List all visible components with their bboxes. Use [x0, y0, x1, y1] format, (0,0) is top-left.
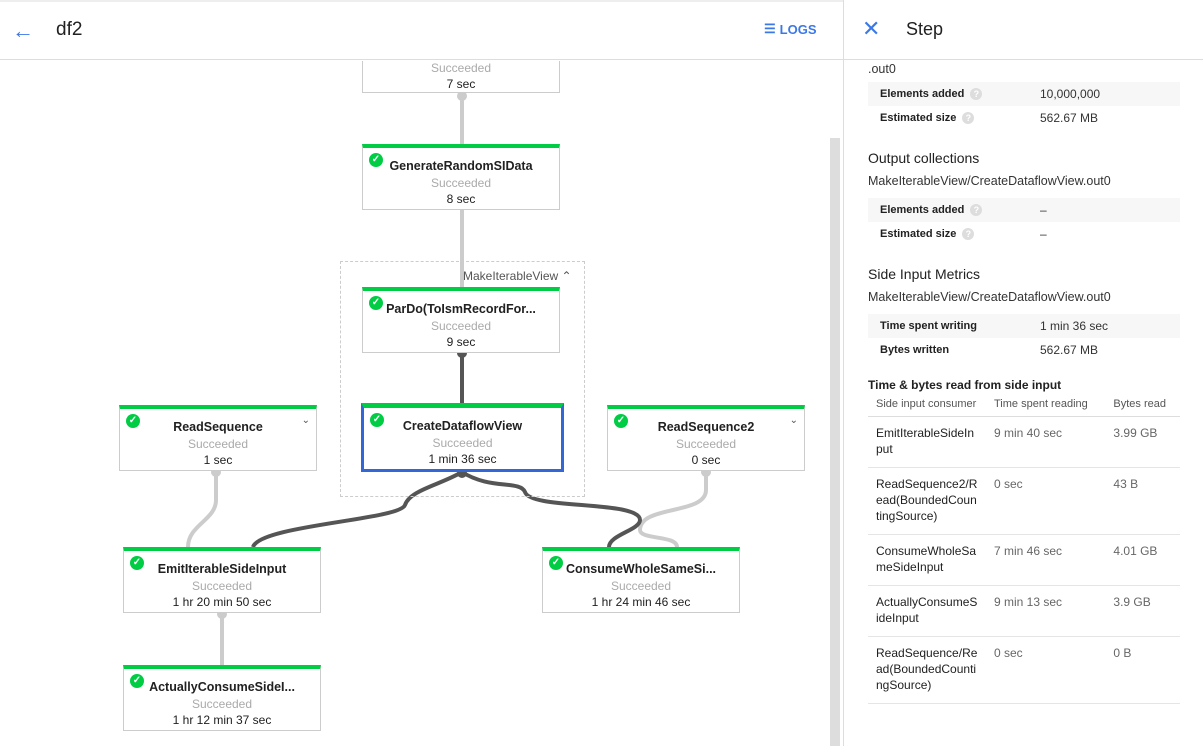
table-cell: ReadSequence2/Read(BoundedCountingSource… — [868, 467, 986, 535]
table-cell: 43 B — [1105, 467, 1180, 535]
metric-row: Estimated size?– — [880, 227, 1047, 241]
table-cell: 7 min 46 sec — [986, 534, 1106, 586]
help-icon[interactable]: ? — [970, 204, 983, 216]
section-heading: Side Input Metrics — [868, 266, 981, 282]
step-panel-header: ✕ Step — [844, 0, 1203, 60]
step-details[interactable]: .out0 Elements added?10,000,000 Estimate… — [868, 62, 1180, 704]
column-header: Bytes read — [1105, 396, 1180, 417]
top-divider — [0, 0, 1203, 2]
panel-title: Step — [906, 19, 944, 39]
close-icon[interactable]: ✕ — [862, 16, 881, 41]
column-header: Side input consumer — [868, 396, 986, 417]
job-header: ← df2 ☰LOGS — [0, 2, 843, 60]
check-icon: ✓ — [370, 413, 384, 427]
step-panel: ✕ Step .out0 Elements added?10,000,000 E… — [843, 0, 1203, 746]
check-icon: ✓ — [130, 674, 144, 688]
table-cell: 9 min 40 sec — [986, 416, 1106, 468]
table-cell: 4.01 GB — [1105, 534, 1180, 586]
table-cell: 0 sec — [986, 636, 1106, 704]
column-header: Time spent reading — [986, 396, 1106, 417]
help-icon[interactable]: ? — [962, 228, 975, 240]
check-icon: ✓ — [126, 414, 140, 428]
check-icon: ✓ — [614, 414, 628, 428]
metric-row: Elements added?– — [868, 198, 1180, 222]
graph-scrollbar[interactable] — [830, 138, 840, 746]
group-make-iterable-view — [340, 261, 585, 497]
check-icon: ✓ — [369, 296, 383, 310]
table-cell: 0 B — [1105, 636, 1180, 704]
table-cell: ConsumeWholeSameSideInput — [868, 534, 986, 586]
edge-active — [251, 470, 464, 549]
check-icon: ✓ — [130, 556, 144, 570]
table-cell: 3.9 GB — [1105, 585, 1180, 637]
section-heading: Output collections — [868, 150, 980, 166]
help-icon[interactable]: ? — [970, 88, 983, 100]
edge — [637, 471, 708, 548]
table-cell: ActuallyConsumeSideInput — [868, 585, 986, 637]
table-row: ReadSequence/Read(BoundedCountingSource)… — [868, 636, 1180, 704]
edge-active — [460, 470, 643, 548]
chevron-down-icon[interactable]: ⌄ — [301, 415, 310, 426]
help-icon[interactable]: ? — [962, 112, 975, 124]
section-heading: Time & bytes read from side input — [868, 378, 1062, 392]
edge — [186, 471, 218, 548]
list-icon: ☰ — [764, 21, 776, 36]
table-cell: 9 min 13 sec — [986, 585, 1106, 637]
metric-row: Elements added?10,000,000 — [868, 82, 1180, 106]
table-cell: EmitIterableSideInput — [868, 416, 986, 468]
table-cell: 3.99 GB — [1105, 416, 1180, 468]
chevron-down-icon[interactable]: ⌄ — [789, 415, 798, 426]
metric-row: Estimated size?562.67 MB — [880, 111, 1099, 125]
check-icon: ✓ — [369, 153, 383, 167]
table-cell: ReadSequence/Read(BoundedCountingSource) — [868, 636, 986, 704]
table-row: ReadSequence2/Read(BoundedCountingSource… — [868, 467, 1180, 535]
chevron-up-icon[interactable]: ⌃ — [561, 269, 572, 283]
group-label[interactable]: MakeIterableView ⌃ — [463, 269, 572, 283]
table-cell: 0 sec — [986, 467, 1106, 535]
job-title: df2 — [56, 19, 83, 40]
back-button[interactable]: ← — [12, 18, 34, 43]
check-icon: ✓ — [549, 556, 563, 570]
side-input-table: Side input consumer Time spent reading B… — [868, 396, 1180, 704]
logs-button[interactable]: ☰LOGS — [764, 21, 817, 37]
